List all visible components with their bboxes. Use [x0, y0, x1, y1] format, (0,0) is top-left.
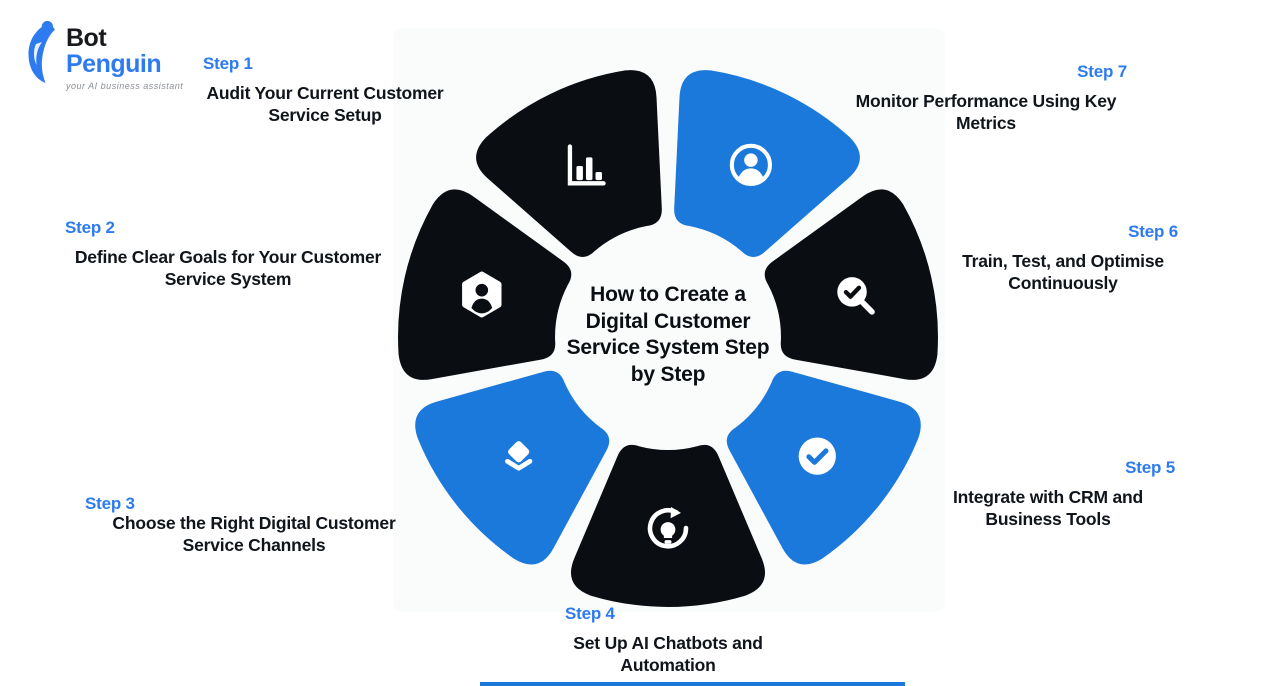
botpenguin-penguin-icon: [28, 20, 55, 83]
step-3-block: Step 3 Choose the Right Digital Customer…: [85, 494, 423, 556]
botpenguin-logo: Bot Penguin your AI business assistant: [20, 18, 183, 91]
step-6-label: Step 6: [1128, 222, 1178, 241]
step-4-label: Step 4: [565, 604, 615, 623]
petal-step-7: [674, 70, 860, 257]
step-1-label: Step 1: [203, 54, 253, 73]
hexagon-user-icon: [465, 274, 499, 315]
step-5-block: Step 5 Integrate with CRM and Business T…: [888, 458, 1208, 530]
step-6-title: Train, Test, and Optimise Continuously: [962, 251, 1164, 293]
bottom-accent-bar: [480, 682, 905, 686]
step-6-block: Step 6 Train, Test, and Optimise Continu…: [903, 222, 1223, 294]
step-5-label: Step 5: [1125, 458, 1175, 477]
step-2-title: Define Clear Goals for Your Customer Ser…: [74, 247, 382, 289]
check-circle-icon: [799, 437, 836, 474]
step-7-label: Step 7: [1077, 62, 1127, 81]
logo-word-penguin: Penguin: [66, 50, 162, 78]
step-4-block: Step 4 Set Up AI Chatbots and Automation: [508, 604, 828, 676]
petal-step-3: [415, 370, 610, 565]
logo-word-bot: Bot: [66, 24, 107, 52]
step-7-block: Step 7 Monitor Performance Using Key Met…: [826, 62, 1146, 134]
logo-tagline: your AI business assistant: [66, 81, 184, 91]
step-3-title: Choose the Right Digital Customer Servic…: [112, 513, 396, 555]
step-2-block: Step 2 Define Clear Goals for Your Custo…: [63, 218, 393, 290]
step-5-title: Integrate with CRM and Business Tools: [952, 487, 1144, 529]
step-1-block: Step 1 Audit Your Current Customer Servi…: [165, 54, 485, 126]
step-7-title: Monitor Performance Using Key Metrics: [855, 91, 1117, 133]
step-4-title: Set Up AI Chatbots and Automation: [573, 633, 763, 675]
botpenguin-logo-text: Bot Penguin your AI business assistant: [66, 18, 183, 91]
step-1-title: Audit Your Current Customer Service Setu…: [206, 83, 444, 125]
step-2-label: Step 2: [65, 218, 115, 237]
wheel-center-title: How to Create a Digital Customer Service…: [566, 283, 770, 386]
step-3-label: Step 3: [85, 494, 135, 513]
